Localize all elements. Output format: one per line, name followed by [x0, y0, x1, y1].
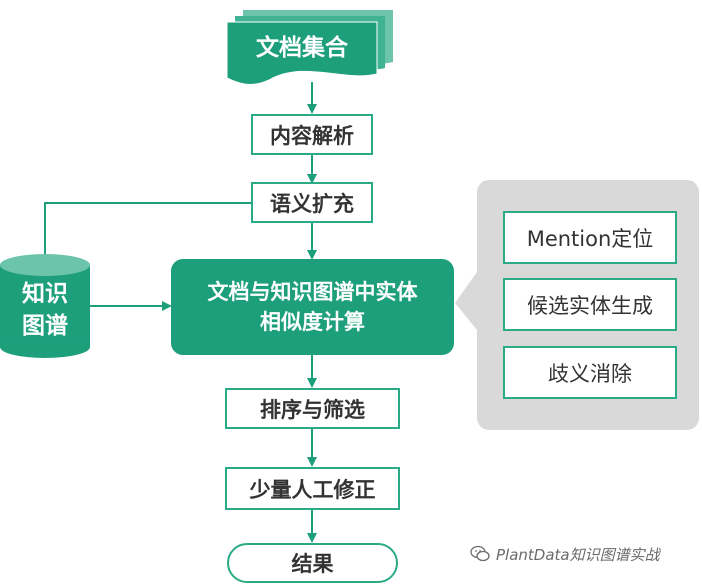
node-semantic-expand: 语义扩充 [251, 182, 373, 223]
database-cylinder-shape [0, 254, 90, 358]
node-document-set-label: 文档集合 [256, 35, 348, 61]
document-stack-shape [226, 10, 393, 85]
panel-item-candidate-gen: 候选实体生成 [503, 278, 677, 331]
node-result: 结果 [227, 543, 398, 583]
node-sort-filter: 排序与筛选 [225, 388, 400, 429]
node-manual-fix: 少量人工修正 [225, 467, 400, 510]
node-content-parse-label: 内容解析 [270, 123, 354, 148]
node-semantic-expand-label: 语义扩充 [270, 191, 354, 216]
watermark: PlantData知识图谱实战 [470, 543, 660, 565]
node-document-set: 文档集合 [227, 28, 377, 68]
panel-item-label: 候选实体生成 [527, 293, 653, 318]
node-content-parse: 内容解析 [251, 114, 373, 155]
kg-db-label-line1: 知识 [22, 281, 68, 307]
similarity-label-line2: 相似度计算 [260, 310, 365, 334]
edge-kg-to-expand [44, 202, 251, 254]
kg-db-label-line2: 图谱 [22, 313, 68, 339]
panel-item-label: 歧义消除 [548, 361, 632, 386]
panel-item-mention-locate: Mention定位 [503, 211, 677, 264]
wechat-icon [470, 545, 490, 562]
node-sort-filter-label: 排序与筛选 [260, 397, 365, 422]
node-result-label: 结果 [291, 552, 334, 576]
node-knowledge-graph-db: 知识 图谱 [0, 278, 90, 342]
panel-callout-pointer [455, 272, 477, 330]
panel-item-disambiguation: 歧义消除 [503, 346, 677, 399]
node-manual-fix-label: 少量人工修正 [249, 477, 376, 502]
panel-item-label: Mention定位 [526, 226, 654, 251]
watermark-text: PlantData知识图谱实战 [496, 545, 660, 564]
similarity-label-line1: 文档与知识图谱中实体 [207, 280, 418, 304]
node-similarity-calc: 文档与知识图谱中实体 相似度计算 [171, 259, 454, 355]
